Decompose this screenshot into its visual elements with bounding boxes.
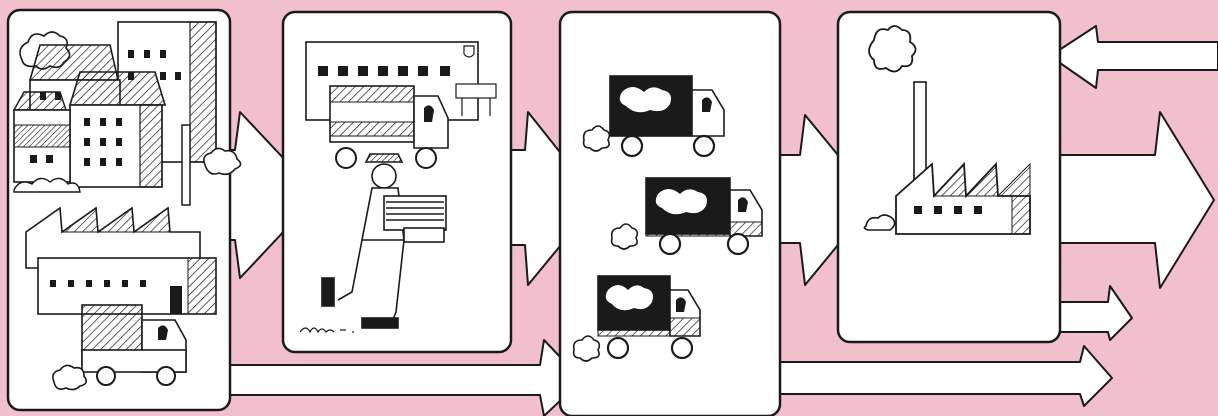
panel-city-industry — [8, 10, 241, 410]
panel-truck-fleet — [560, 12, 780, 416]
sun-icon — [869, 26, 916, 72]
panel-factory — [838, 12, 1060, 342]
panel-warehouse-worker — [283, 12, 511, 352]
